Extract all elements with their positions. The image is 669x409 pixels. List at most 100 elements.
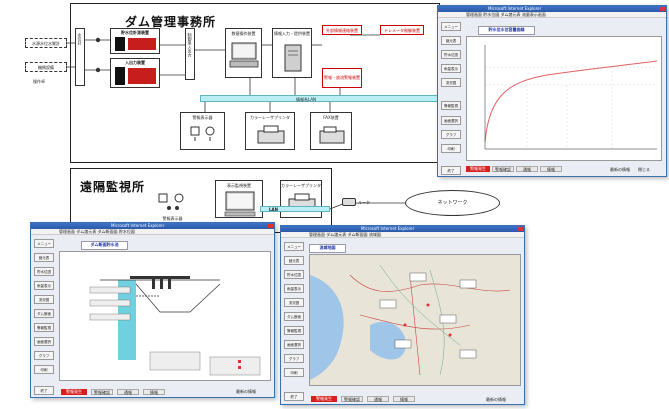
sidebar-item-exit[interactable]: 終了 <box>441 166 461 175</box>
control-io-box: 制御用入出力 <box>185 28 195 80</box>
chart-heading: 貯水位水位容量曲線 <box>478 26 535 35</box>
dam-status-notify[interactable]: 通報 <box>117 389 139 395</box>
chart-footer-close[interactable]: 閉じる <box>638 167 650 172</box>
fax-box: FAX装置 <box>310 112 352 150</box>
dam-status-info[interactable]: 情報 <box>143 389 165 395</box>
server-icon <box>284 44 302 72</box>
close-icon[interactable] <box>660 7 665 11</box>
dam-window-titlebar[interactable]: Microsoft Internet Explorer <box>31 223 274 229</box>
map-status-ack[interactable]: 警報確認 <box>341 396 363 402</box>
panel-indicator-top <box>115 37 125 51</box>
router-label: ルータ <box>358 200 370 205</box>
watershed-map <box>310 264 511 380</box>
map-footer-latest: 最新の情報 <box>486 397 506 402</box>
map-window-titlebar[interactable]: Microsoft Internet Explorer <box>281 226 524 232</box>
sidebar-item-flow[interactable]: 流況図 <box>34 295 54 304</box>
telemeter-box: テレメータ制御装置 <box>380 25 424 35</box>
dam-heading: ダム断面貯水池 <box>81 241 128 250</box>
pc-icon <box>229 42 259 68</box>
dam-window: Microsoft Internet Explorer 管理画面 ダム諸元表 ダ… <box>30 222 275 398</box>
panel-indicator-bottom <box>115 67 125 85</box>
alarm-discharge-box: 警報・放流警報装置 <box>322 68 362 88</box>
sidebar-item-alarm[interactable]: 警報監視 <box>441 101 461 110</box>
dam-status-alarm[interactable]: 警報発生 <box>61 389 87 395</box>
sidebar-item-graph[interactable]: グラフ <box>34 351 54 360</box>
close-icon[interactable] <box>518 227 523 231</box>
sidebar-item-exit[interactable]: 終了 <box>284 392 304 401</box>
map-window: Microsoft Internet Explorer 管理画面 ダム諸元表 ダ… <box>280 225 525 405</box>
dam-status-ack[interactable]: 警報確認 <box>91 389 113 395</box>
capacity-curve-chart <box>484 45 658 150</box>
chart-status-alarm[interactable]: 警報発生 <box>466 166 490 172</box>
network-cloud: ネットワーク <box>405 190 500 216</box>
sidebar-item-flow[interactable]: 流況図 <box>284 298 304 307</box>
sidebar-item-exit[interactable]: 終了 <box>34 386 54 395</box>
monitor-icon <box>224 191 256 217</box>
sidebar-item-alarm[interactable]: 警報監視 <box>34 323 54 332</box>
sidebar-item-specs[interactable]: 諸元表 <box>284 256 304 265</box>
router-icon <box>342 198 356 206</box>
sidebar-item-rain[interactable]: 雨量表示 <box>284 284 304 293</box>
sidebar-item-flow[interactable]: 流況図 <box>441 78 461 87</box>
dam-window-menu: 管理画面 ダム諸元表 ダム断面図 貯水位図 <box>31 229 274 235</box>
sidebar-item-menu[interactable]: メニュー <box>284 242 304 251</box>
gauge-box: 水位計 <box>75 28 85 86</box>
external-info-box: 外部情報連絡装置 <box>322 25 362 35</box>
dam-section-diagram <box>89 276 261 376</box>
color-printer-box: カラーレーザプリンタ <box>245 112 295 150</box>
chart-status-notify[interactable]: 通報 <box>516 166 538 172</box>
sidebar-item-specs[interactable]: 諸元表 <box>441 36 461 45</box>
fax-icon <box>319 126 345 144</box>
level-measure-panel: 貯水位計測装置 <box>110 28 160 54</box>
chart-panel <box>466 36 662 161</box>
display-monitor-box: 表示監視装置 <box>215 180 263 218</box>
io-panel: 入出力装置 <box>110 58 160 88</box>
sidebar-item-select[interactable]: 画面選択 <box>284 340 304 349</box>
chart-window-menu: 管理画面 貯水位図 ダム諸元表 流量表示画面 <box>438 12 666 18</box>
lamp-icon <box>190 126 215 141</box>
input-label-console: 操作卓 <box>33 79 45 84</box>
chart-status-ack[interactable]: 警報確認 <box>492 166 514 172</box>
map-window-menu: 管理画面 ダム諸元表 ダム断面図 流域図 <box>281 232 524 238</box>
sidebar-item-specs[interactable]: 諸元表 <box>34 253 54 262</box>
chart-footer-latest: 最新の情報 <box>610 167 630 172</box>
sidebar-item-rain[interactable]: 雨量表示 <box>441 64 461 73</box>
sidebar-item-section[interactable]: ダム断面 <box>34 309 54 318</box>
input-box-water-quality: 水源水位水質計 <box>25 38 67 48</box>
panel-display-top <box>128 38 156 50</box>
sidebar-item-alarm[interactable]: 警報監視 <box>284 326 304 335</box>
operation-pc-box: 数値操作装置 <box>225 28 262 78</box>
sidebar-item-select[interactable]: 画面選択 <box>34 337 54 346</box>
panel-display-bottom <box>128 68 156 84</box>
sidebar-item-level[interactable]: 貯水位図 <box>441 50 461 59</box>
chart-status-info[interactable]: 情報 <box>540 166 562 172</box>
sidebar-item-select[interactable]: 画面選択 <box>441 116 461 125</box>
dam-footer-latest: 最新の情報 <box>236 389 256 394</box>
close-icon[interactable] <box>268 224 273 228</box>
sidebar-item-print[interactable]: 印刷 <box>34 365 54 374</box>
info-server-box: 情報入力・提供装置 <box>272 28 312 78</box>
chart-window: Microsoft Internet Explorer 管理画面 貯水位図 ダム… <box>437 5 667 177</box>
sidebar-item-level[interactable]: 貯水位図 <box>284 270 304 279</box>
map-panel <box>309 254 521 386</box>
remote-lan-bar: LAN <box>260 206 330 212</box>
input-box-local-equipment: 機側設備 <box>25 62 67 72</box>
sidebar-item-rain[interactable]: 雨量表示 <box>34 281 54 290</box>
sidebar-item-print[interactable]: 印刷 <box>441 144 461 153</box>
sidebar-item-menu[interactable]: メニュー <box>441 22 461 31</box>
sidebar-item-menu[interactable]: メニュー <box>34 239 54 248</box>
dam-office-title: ダム管理事務所 <box>125 15 217 29</box>
map-heading: 流域地図 <box>309 244 346 253</box>
chart-window-titlebar[interactable]: Microsoft Internet Explorer <box>438 6 666 12</box>
capacity-curve <box>484 60 658 143</box>
alarm-display-box: 警報表示器 <box>180 112 225 150</box>
sidebar-item-level[interactable]: 貯水位図 <box>34 267 54 276</box>
map-status-notify[interactable]: 通報 <box>367 396 389 402</box>
sidebar-item-graph[interactable]: グラフ <box>284 354 304 363</box>
sidebar-item-section[interactable]: ダム断面 <box>284 312 304 321</box>
map-status-info[interactable]: 情報 <box>393 396 415 402</box>
sidebar-item-graph[interactable]: グラフ <box>441 130 461 139</box>
alarm-lamp-icon <box>158 193 184 210</box>
sidebar-item-print[interactable]: 印刷 <box>284 368 304 377</box>
map-status-alarm[interactable]: 警報発生 <box>311 396 337 402</box>
